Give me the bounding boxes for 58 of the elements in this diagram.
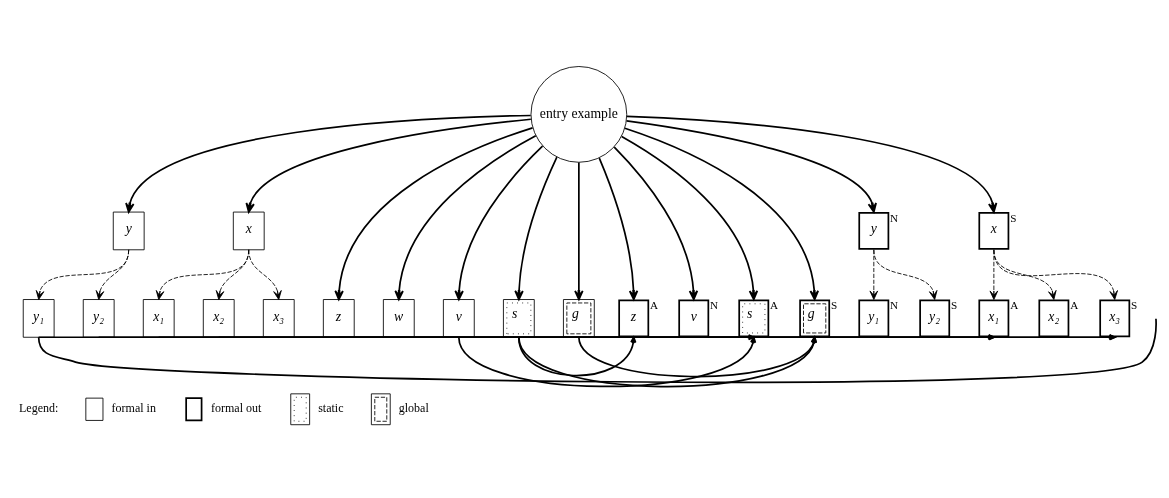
node-box: y₂ — [919, 299, 951, 338]
node-box: x₂ — [1038, 299, 1070, 338]
node-label: S — [830, 299, 838, 312]
arrow — [620, 135, 759, 301]
legend-label: global — [398, 401, 429, 416]
node-box: x₁ — [142, 299, 175, 338]
node-box: x₃ — [1099, 299, 1131, 338]
legend-label: formal in — [111, 401, 156, 416]
node-label: A — [650, 299, 659, 312]
arrow — [514, 156, 558, 301]
node-label: S — [1131, 299, 1138, 312]
arrow — [454, 145, 544, 301]
arrow — [394, 134, 537, 301]
node-circle: entry example — [530, 66, 628, 163]
node-label: N — [890, 211, 899, 224]
node-box: x₃ — [262, 299, 295, 338]
arrow — [613, 146, 699, 301]
node-box: x₁ — [978, 299, 1010, 338]
node-label: N — [710, 299, 719, 312]
label: Legend: — [19, 401, 59, 416]
arrow — [873, 249, 938, 300]
node-box: z — [618, 299, 650, 338]
arrow — [626, 115, 998, 213]
legend-label: formal out — [211, 401, 262, 416]
node-box: z — [322, 299, 355, 338]
arrow — [598, 157, 639, 301]
node-box: x — [978, 212, 1010, 250]
arrow — [35, 249, 130, 300]
arrow — [993, 249, 1118, 300]
node-box: y₁ — [858, 299, 890, 338]
node-box: g — [799, 299, 831, 338]
node-box: y — [858, 212, 890, 250]
node-box: w — [382, 299, 415, 338]
arrow — [125, 114, 532, 213]
arrow — [518, 336, 637, 377]
node-box: s — [738, 299, 770, 338]
node-box: y₂ — [82, 299, 115, 338]
arrow — [334, 126, 534, 301]
node-label: N — [890, 299, 899, 312]
node-box: y — [112, 211, 145, 251]
arrow — [624, 127, 820, 301]
legend-label: static — [318, 401, 344, 416]
connector — [37, 317, 1157, 384]
node-box: v — [678, 299, 710, 338]
node-box: x — [232, 211, 265, 251]
arrow — [625, 120, 877, 213]
node-label: A — [1070, 299, 1079, 312]
node-label: S — [950, 299, 958, 312]
node-label: S — [1010, 211, 1017, 224]
node-box: x₂ — [202, 299, 235, 338]
arrow — [574, 161, 584, 301]
node-label: A — [770, 299, 779, 312]
arrow — [95, 249, 130, 300]
node-box: y₁ — [22, 299, 55, 338]
node-box: v — [442, 299, 475, 338]
arrow — [245, 118, 532, 213]
arrow — [248, 249, 282, 300]
node-label: A — [1010, 299, 1019, 312]
